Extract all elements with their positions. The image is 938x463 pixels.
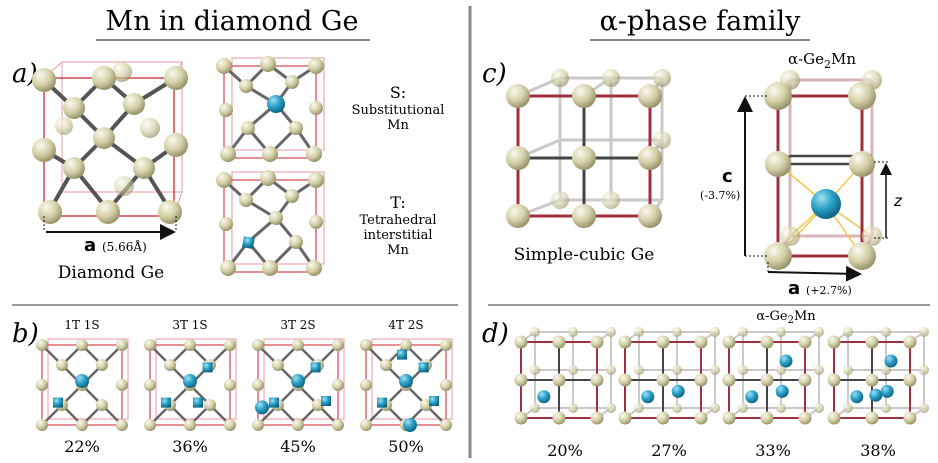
- defect-s-letter: S:: [390, 83, 406, 102]
- panel-d-cells: [514, 327, 929, 425]
- panel-dividers: [12, 6, 930, 458]
- defect-t-line3: Mn: [387, 243, 409, 258]
- alpha-ge2mn-cell: [737, 70, 892, 282]
- alpha-config-cell-3: [722, 327, 824, 425]
- defect-t-line2: interstitial: [363, 228, 432, 243]
- mn-interstitial-atom: [242, 236, 255, 249]
- tetrahedral-cell: [216, 170, 325, 276]
- defect-t-line1: Tetrahedral: [359, 213, 436, 228]
- a-axis-value: (5.66Å): [102, 239, 147, 254]
- alpha-a-axis-value: (+2.7%): [806, 284, 852, 297]
- alpha-a-axis-letter: a: [788, 278, 800, 299]
- simple-cubic-ge-structure: [506, 69, 671, 228]
- ge-atoms-front: [32, 66, 188, 224]
- config-label-2: 3T 1S: [172, 318, 207, 332]
- defect-s-line2: Mn: [387, 118, 409, 133]
- alpha-config-cell-4: [827, 327, 929, 425]
- c-axis-value: (-3.7%): [700, 189, 740, 202]
- mn-center-atom: [811, 189, 841, 219]
- alpha-percent-2: 27%: [651, 441, 687, 460]
- diamond-ge-caption: Diamond Ge: [58, 263, 164, 283]
- alpha-config-cell-1: [514, 327, 616, 425]
- alpha-config-cell-2: [618, 327, 720, 425]
- left-title: Mn in diamond Ge: [106, 6, 359, 37]
- ge-atoms-back: [55, 62, 160, 196]
- alpha-percent-1: 20%: [547, 441, 583, 460]
- config-label-3: 3T 2S: [280, 318, 315, 332]
- diamond-config-cell-3: [252, 338, 345, 431]
- alpha-cell-title: α-Ge2Mn: [788, 50, 856, 71]
- defect-s-line1: Substitutional: [352, 103, 445, 118]
- config-label-4: 4T 2S: [388, 318, 423, 332]
- config-percent-3: 45%: [280, 437, 316, 456]
- z-axis-letter: z: [893, 192, 903, 210]
- diamond-ge-structure: [32, 61, 188, 240]
- config-percent-2: 36%: [172, 437, 208, 456]
- diamond-config-cell-2: [144, 338, 237, 431]
- mn-substitutional-atom: [267, 95, 285, 113]
- alpha-percent-4: 38%: [860, 441, 896, 460]
- a-axis-letter: a: [84, 235, 96, 256]
- panel-d-title: α-Ge2Mn: [756, 309, 816, 326]
- alpha-a-axis-arrow: [767, 265, 862, 282]
- panel-label-d: d): [482, 319, 509, 349]
- config-percent-1: 22%: [64, 437, 100, 456]
- config-label-1: 1T 1S: [64, 318, 99, 332]
- substitutional-cell: [216, 56, 325, 162]
- c-axis-letter: c: [722, 166, 733, 187]
- diamond-config-cell-4: [360, 338, 453, 432]
- defect-t-letter: T:: [390, 193, 406, 212]
- panel-label-b: b): [12, 319, 39, 349]
- panel-label-c: c): [482, 59, 507, 89]
- simple-cubic-caption: Simple-cubic Ge: [514, 245, 655, 265]
- config-percent-4: 50%: [388, 437, 424, 456]
- diamond-config-cell-1: [36, 338, 129, 431]
- panel-b-cells: [36, 338, 453, 432]
- alpha-percent-3: 33%: [755, 441, 791, 460]
- right-title: α-phase family: [600, 6, 802, 37]
